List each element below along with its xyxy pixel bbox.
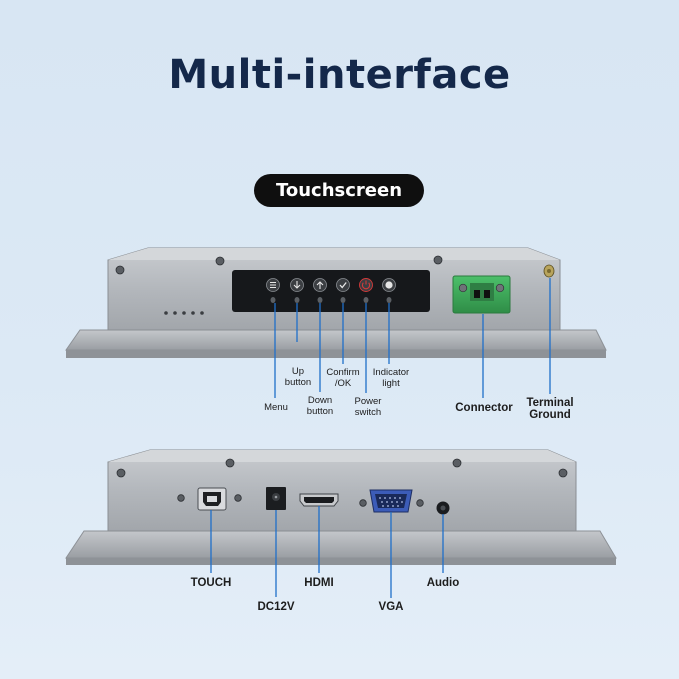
confirm-ok-label: Confirm /OK (326, 367, 360, 389)
check-icon (336, 278, 350, 292)
indicator-light-icon (382, 278, 396, 292)
bottom-callout-lines (210, 506, 444, 598)
touch-label: TOUCH (190, 577, 232, 589)
touchscreen-badge: Touchscreen (254, 174, 424, 207)
indicator-light-label: Indicator light (372, 367, 410, 389)
menu-icon (266, 278, 280, 292)
vga-port (369, 489, 413, 513)
button-panel (232, 270, 430, 312)
panel-buttons (266, 278, 396, 303)
dc12v-label: DC12V (257, 601, 295, 613)
bottom-device-body (65, 449, 617, 565)
vent-dots (164, 311, 204, 315)
down-button-label: Down button (306, 395, 334, 417)
top-callout-lines (274, 278, 551, 398)
audio-label: Audio (426, 577, 460, 589)
terminal-connector (452, 275, 511, 314)
usb-b-port (197, 487, 227, 511)
up-button-label: Up button (284, 366, 312, 388)
power-switch-label: Power switch (354, 396, 382, 418)
hdmi-port (299, 493, 339, 507)
terminal-ground-label: Terminal Ground (526, 397, 574, 421)
arrow-up-icon (313, 278, 327, 292)
bottom-screws (116, 458, 568, 507)
hdmi-label: HDMI (304, 577, 334, 589)
connector-label: Connector (455, 402, 513, 414)
arrow-down-icon (290, 278, 304, 292)
page-title: Multi-interface (168, 52, 511, 98)
audio-jack (436, 501, 450, 515)
power-icon (359, 278, 373, 292)
dc-jack (266, 487, 286, 510)
menu-label: Menu (264, 402, 288, 413)
ground-screw (543, 264, 555, 278)
vga-label: VGA (378, 601, 404, 613)
